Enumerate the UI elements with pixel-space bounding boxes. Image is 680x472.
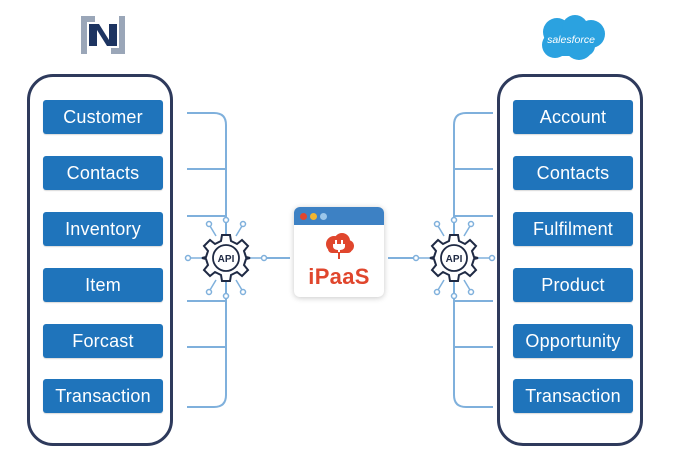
netsuite-logo <box>79 14 127 56</box>
right-item-account: Account <box>513 100 633 134</box>
left-api-gear-icon: API <box>184 216 268 300</box>
right-api-label: API <box>446 254 463 265</box>
right-item-product: Product <box>513 268 633 302</box>
left-item-forcast: Forcast <box>43 324 163 358</box>
left-item-item: Item <box>43 268 163 302</box>
left-api-label: API <box>218 254 235 265</box>
ipaas-label: iPaaS <box>308 264 370 289</box>
left-item-contacts: Contacts <box>43 156 163 190</box>
left-item-transaction: Transaction <box>43 379 163 413</box>
window-minimize-dot <box>310 213 317 220</box>
right-api-gear-icon: API <box>412 216 496 300</box>
left-item-customer: Customer <box>43 100 163 134</box>
ipaas-window: iPaaS <box>294 207 384 297</box>
right-item-transaction: Transaction <box>513 379 633 413</box>
window-close-dot <box>300 213 307 220</box>
netsuite-panel: Customer Contacts Inventory Item Forcast… <box>27 74 173 446</box>
salesforce-cloud-logo: salesforce <box>542 15 605 60</box>
left-item-inventory: Inventory <box>43 212 163 246</box>
salesforce-panel: Account Contacts Fulfilment Product Oppo… <box>497 74 643 446</box>
right-item-opportunity: Opportunity <box>513 324 633 358</box>
cloud-plug-icon <box>326 233 354 259</box>
ipaas-titlebar <box>294 207 384 225</box>
right-item-contacts: Contacts <box>513 156 633 190</box>
window-maximize-dot <box>320 213 327 220</box>
right-item-fulfilment: Fulfilment <box>513 212 633 246</box>
salesforce-logo-text: salesforce <box>547 34 595 46</box>
